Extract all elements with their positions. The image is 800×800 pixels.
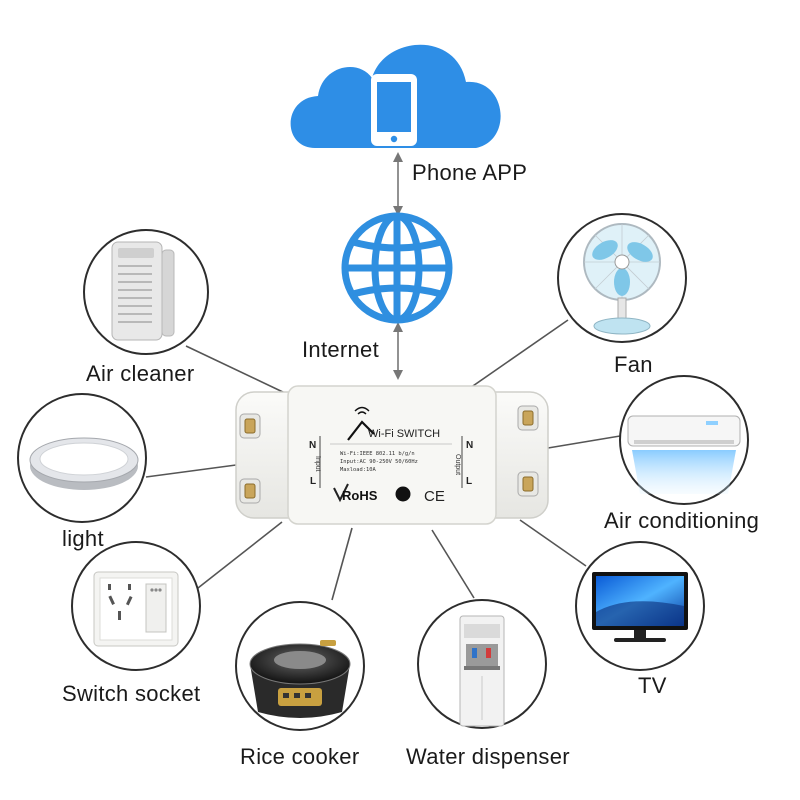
globe-icon: [341, 212, 453, 324]
connector-light: [145, 464, 237, 478]
tv-item: [575, 541, 705, 671]
pairing-button[interactable]: [395, 486, 411, 502]
left-terminal-l: L: [310, 476, 316, 487]
connector-tv: [519, 519, 587, 567]
air-conditioning-label: Air conditioning: [604, 508, 760, 533]
switch-socket-label: Switch socket: [62, 681, 201, 706]
ceiling-light-icon: [29, 437, 139, 490]
rohs-check-icon: [333, 483, 349, 503]
rice-cooker-item: [235, 601, 365, 731]
internet-label: Internet: [302, 337, 380, 362]
connector-air-cleaner: [185, 345, 286, 394]
device-spec-input: Input:AC 90-250V 50/60Hz: [340, 459, 418, 465]
fan-item: [557, 213, 687, 343]
device-spec-maxload: Maxload:10A: [340, 467, 376, 473]
screw-icon: [239, 478, 261, 504]
air-cleaner-label: Air cleaner: [86, 361, 195, 386]
fan-icon: [583, 223, 661, 335]
fan-label: Fan: [614, 352, 653, 377]
rohs-mark: RoHS: [342, 488, 378, 503]
right-terminal-side: Output: [454, 454, 461, 475]
left-terminal-n: N: [309, 440, 316, 451]
ce-mark: CE: [424, 488, 445, 505]
screw-icon: [517, 471, 539, 497]
right-terminal-l: L: [466, 476, 472, 487]
air-cleaner-item: [83, 229, 209, 355]
connector-rice-cooker: [331, 527, 353, 601]
air-conditioning-item: [619, 375, 749, 505]
light-item: [17, 393, 147, 523]
right-terminal-n: N: [466, 440, 473, 451]
connector-water-dispenser: [431, 529, 475, 599]
rice-cooker-icon: [249, 640, 351, 718]
screw-icon: [239, 413, 261, 439]
rice-cooker-label: Rice cooker: [240, 744, 360, 769]
connector-air-conditioning: [547, 435, 621, 449]
house-wifi-logo-icon: [347, 406, 375, 441]
wall-socket-icon: [93, 571, 179, 647]
connector-fan: [469, 319, 569, 389]
tv-label: TV: [638, 673, 667, 698]
wifi-switch-device: N Input L N Output L Wi-Fi SWITCH Wi-Fi:…: [235, 385, 549, 525]
water-dispenser-icon: [459, 615, 505, 727]
smartphone-icon: [371, 74, 417, 146]
left-terminal-side: Input: [314, 456, 321, 472]
cloud-icon: [290, 44, 501, 148]
device-title: Wi-Fi SWITCH: [368, 428, 440, 440]
screw-icon: [517, 405, 539, 431]
air-conditioner-icon: [627, 415, 741, 494]
phone-app-label: Phone APP: [412, 160, 528, 185]
switch-socket-item: [71, 541, 201, 671]
connector-switch-socket: [197, 521, 283, 589]
light-label: light: [62, 526, 104, 551]
water-dispenser-label: Water dispenser: [406, 744, 570, 769]
connector-lines: [145, 319, 621, 601]
tv-icon: [592, 572, 688, 642]
air-purifier-icon: [111, 241, 175, 341]
water-dispenser-item: [417, 599, 547, 729]
internet-switch-arrow: [393, 322, 403, 380]
cloud-internet-arrow: [393, 152, 403, 216]
device-spec-wifi: Wi-Fi:IEEE 802.11 b/g/n: [340, 451, 415, 457]
